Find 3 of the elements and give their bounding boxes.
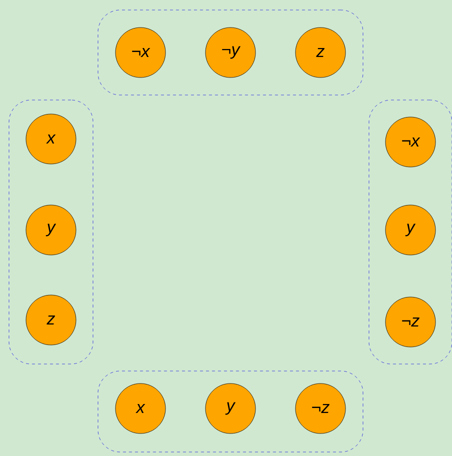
dashed-group-box xyxy=(8,100,94,364)
dashed-group-box xyxy=(98,10,364,96)
dashed-group-box xyxy=(98,370,364,452)
